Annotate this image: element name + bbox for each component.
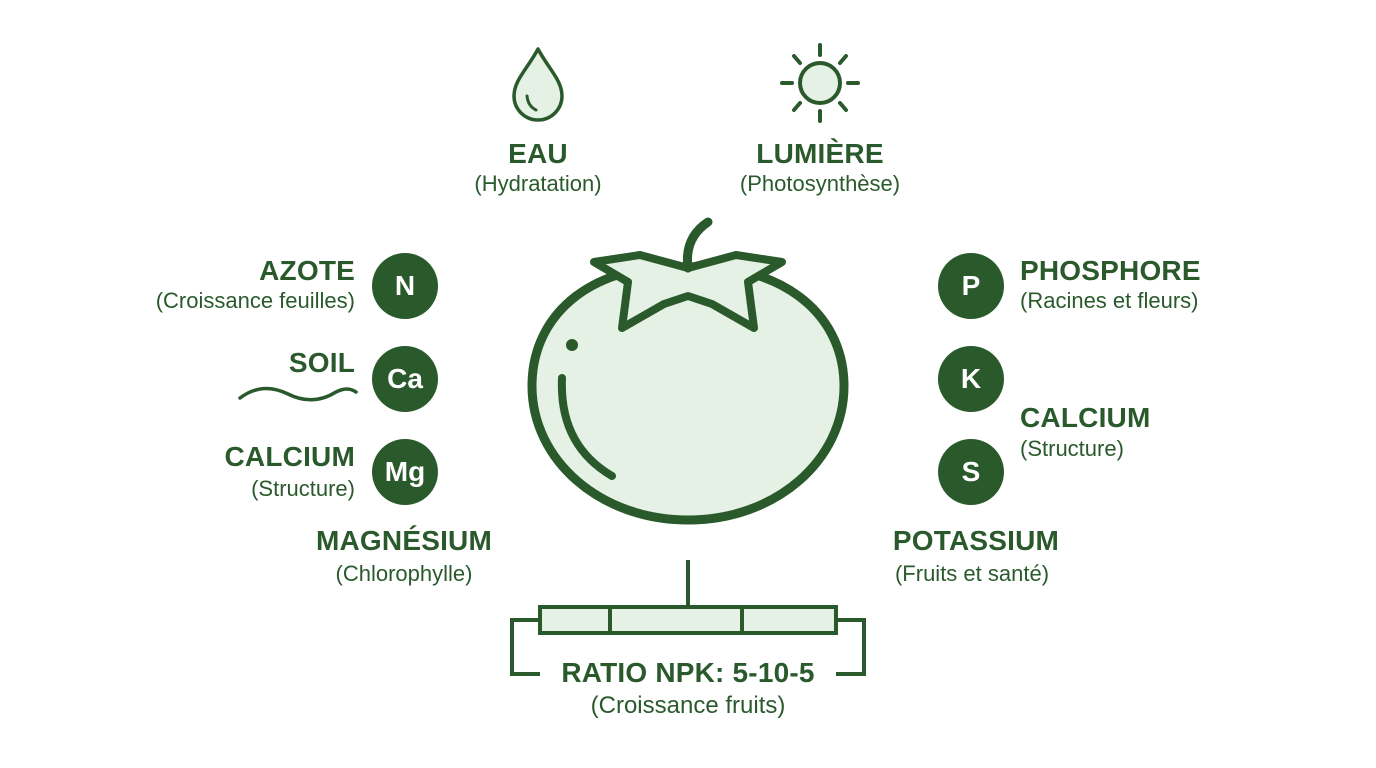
sun-icon bbox=[780, 43, 860, 123]
potassium-subtitle: (Fruits et santé) bbox=[894, 561, 1050, 586]
calcium-left-title: CALCIUM bbox=[224, 441, 355, 472]
lumiere-subtitle: (Photosynthèse) bbox=[739, 171, 901, 196]
eau-subtitle: (Hydratation) bbox=[474, 171, 602, 196]
ratio-subtitle: (Croissance fruits) bbox=[590, 692, 786, 719]
badge-k: K bbox=[938, 346, 1004, 412]
ratio-bracket bbox=[510, 560, 866, 676]
calcium-left-subtitle: (Structure) bbox=[251, 476, 355, 501]
badge-p: P bbox=[938, 253, 1004, 319]
potassium-title: POTASSIUM bbox=[892, 525, 1060, 556]
badge-s: S bbox=[938, 439, 1004, 505]
ratio-title: RATIO NPK: 5-10-5 bbox=[561, 657, 815, 688]
lumiere-title: LUMIÈRE bbox=[756, 138, 884, 169]
calcium-right-title: CALCIUM bbox=[1020, 402, 1151, 433]
eau-title: EAU bbox=[508, 138, 568, 169]
magnesium-title: MAGNÉSIUM bbox=[315, 525, 493, 556]
azote-subtitle: (Croissance feuilles) bbox=[155, 288, 355, 313]
calcium-right-subtitle: (Structure) bbox=[1020, 436, 1124, 461]
tomato-icon bbox=[527, 217, 849, 525]
phosphore-title: PHOSPHORE bbox=[1020, 255, 1201, 286]
phosphore-subtitle: (Racines et fleurs) bbox=[1020, 288, 1199, 313]
badge-mg: Mg bbox=[372, 439, 438, 505]
magnesium-subtitle: (Chlorophylle) bbox=[335, 561, 473, 586]
soil-wave-icon bbox=[238, 386, 358, 402]
badge-n: N bbox=[372, 253, 438, 319]
soil-title: SOIL bbox=[288, 347, 355, 378]
azote-title: AZOTE bbox=[259, 255, 355, 286]
water-drop-icon bbox=[512, 47, 564, 122]
badge-ca: Ca bbox=[372, 346, 438, 412]
